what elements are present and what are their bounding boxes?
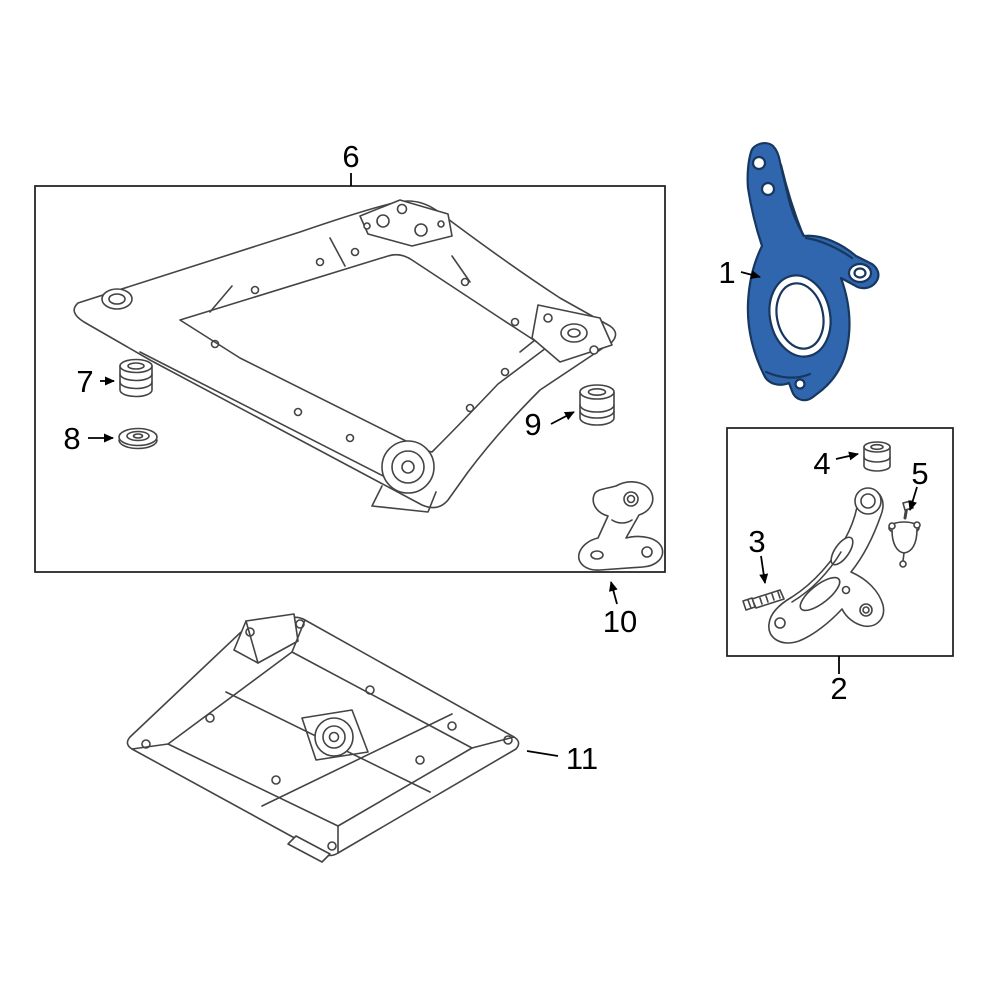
- callout-10: 10: [603, 604, 637, 639]
- callout-6: 6: [342, 139, 359, 174]
- control-arm-drawing: [768, 487, 885, 644]
- leader-arrow-9: [550, 411, 575, 425]
- ball-joint-drawing: [888, 500, 921, 568]
- group-boxes: [34, 185, 954, 657]
- bracket-drawing: [577, 481, 664, 571]
- callout-11: 11: [566, 741, 598, 776]
- subframe-group-box: [34, 185, 666, 573]
- control-arm-bushing-drawing: [863, 441, 891, 472]
- subframe-bushing-front-drawing: [119, 358, 153, 398]
- subframe-bushing-rear-drawing: [579, 384, 615, 426]
- callout-2: 2: [830, 671, 847, 706]
- group-callouts: 6 7 8 9 10 11 1 2 3 4 5: [63, 139, 928, 776]
- leader-arrow-4: [835, 451, 859, 461]
- leader-line-11: [526, 750, 559, 757]
- callout-8: 8: [63, 421, 80, 456]
- callout-7: 7: [76, 364, 93, 399]
- skid-plate-drawing: [126, 613, 520, 863]
- subframe-crossmember-drawing: [73, 199, 617, 513]
- callout-4: 4: [813, 446, 830, 481]
- callout-9: 9: [524, 407, 541, 442]
- leader-arrow-5: [908, 486, 918, 511]
- bolt-drawing: [742, 589, 785, 611]
- callout-5: 5: [911, 456, 928, 491]
- group-drawings: [73, 199, 921, 863]
- leader-arrow-3: [759, 555, 769, 584]
- washer-drawing: [118, 427, 158, 450]
- callout-3: 3: [748, 524, 765, 559]
- callout-1: 1: [718, 255, 735, 290]
- leader-arrow-1: [740, 270, 761, 280]
- control-arm-group-box: [726, 427, 954, 657]
- leader-arrow-10: [609, 581, 618, 605]
- steering-knuckle-drawing: [746, 142, 880, 402]
- group-leaders: [88, 173, 918, 757]
